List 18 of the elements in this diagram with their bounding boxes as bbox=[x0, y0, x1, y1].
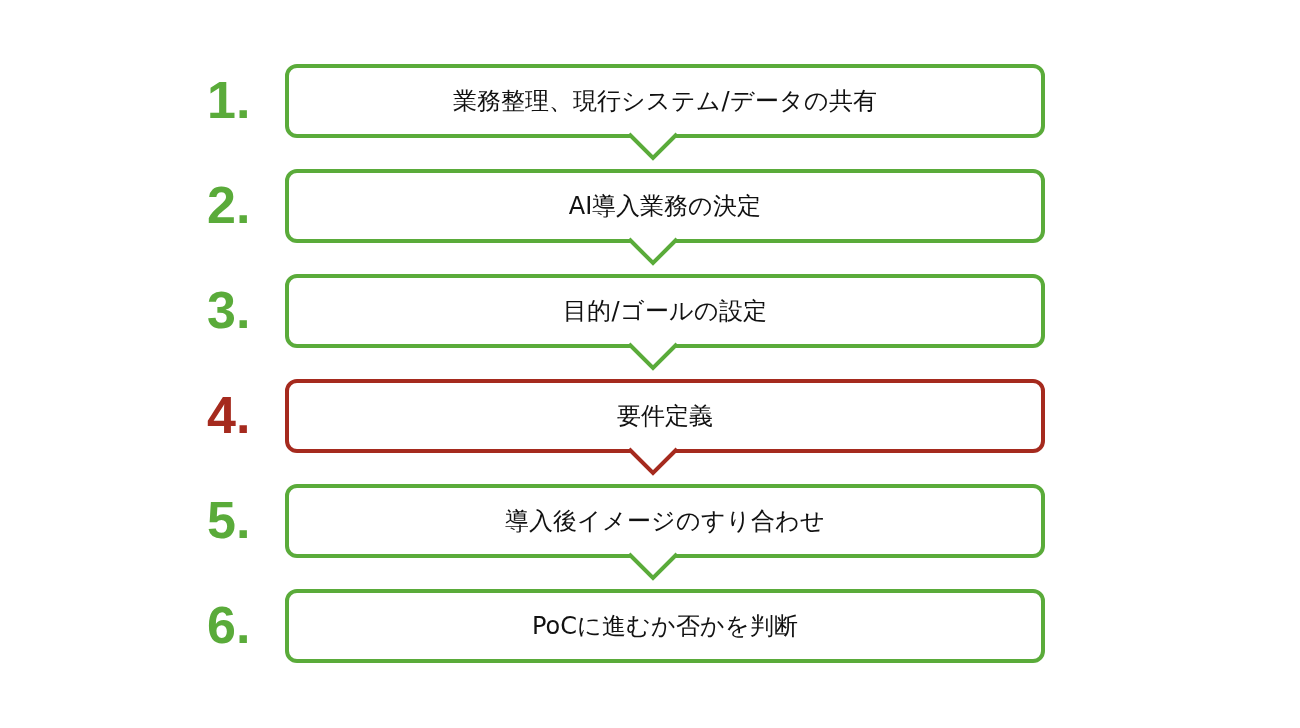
step-box bbox=[285, 589, 1045, 663]
step-number: 6. bbox=[207, 595, 251, 655]
step-label: 業務整理、現行システム/データの共有 bbox=[453, 86, 877, 117]
step-label: AI導入業務の決定 bbox=[568, 191, 762, 222]
step-label: 導入後イメージのすり合わせ bbox=[505, 506, 825, 537]
step-number: 5. bbox=[207, 490, 251, 550]
step-number: 2. bbox=[207, 175, 251, 235]
step-number: 1. bbox=[207, 70, 251, 130]
step-label: 目的/ゴールの設定 bbox=[563, 296, 767, 327]
step-number: 3. bbox=[207, 280, 251, 340]
arrow bbox=[627, 132, 679, 161]
arrow bbox=[627, 447, 679, 476]
arrow bbox=[627, 237, 679, 266]
step-label: PoCに進むか否かを判断 bbox=[531, 611, 799, 642]
step-number: 4. bbox=[207, 385, 251, 445]
arrow bbox=[627, 342, 679, 371]
arrow bbox=[627, 552, 679, 581]
step-label: 要件定義 bbox=[617, 401, 713, 432]
